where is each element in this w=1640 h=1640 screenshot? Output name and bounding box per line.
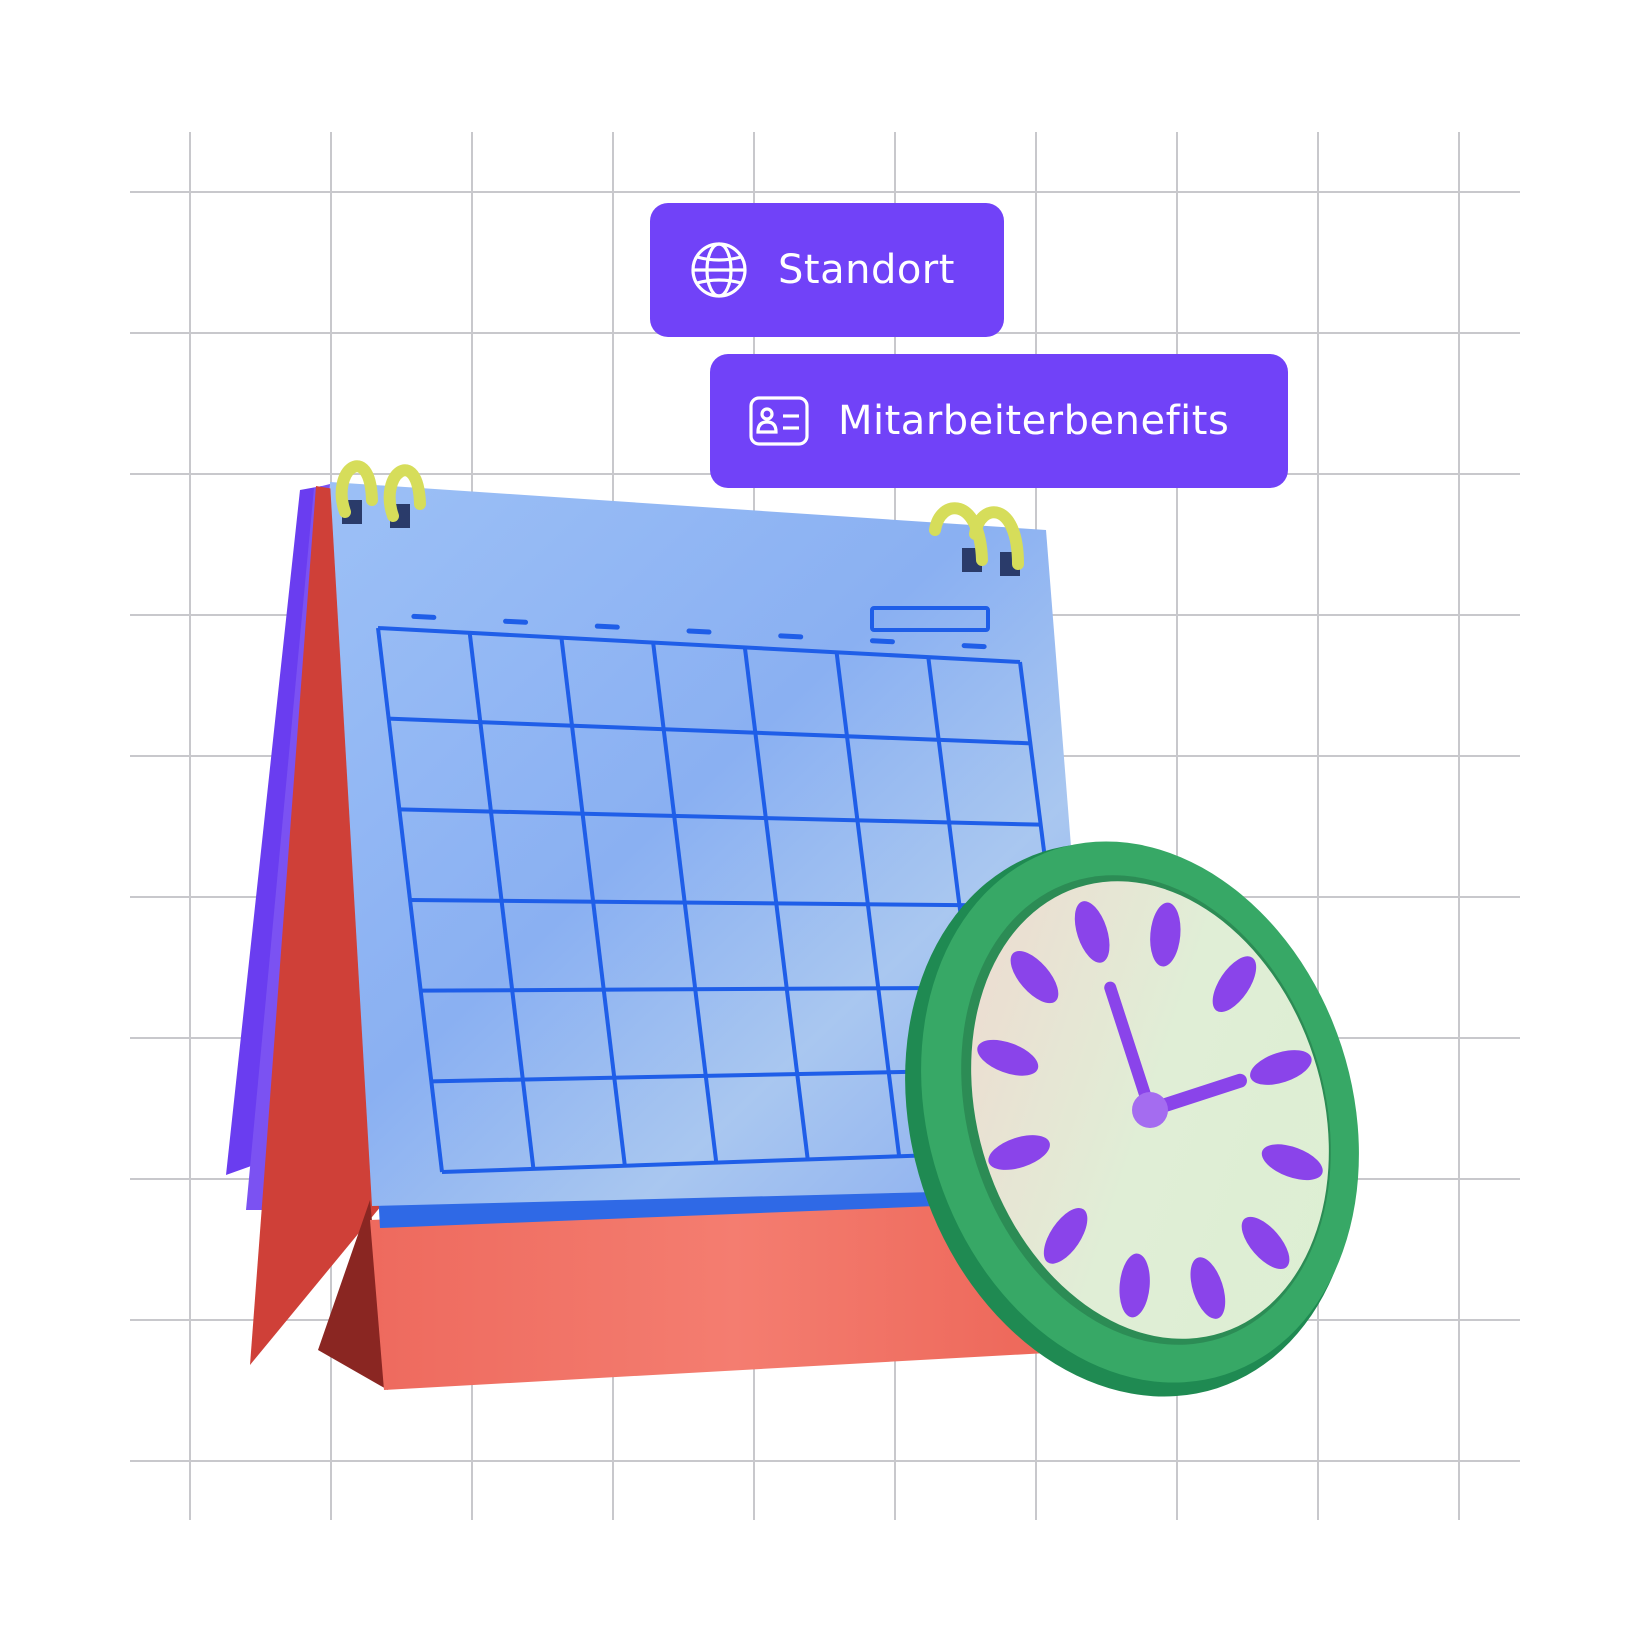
clock-hub (1132, 1092, 1168, 1128)
calendar-grid-row-line (377, 626, 1021, 664)
clock-hour-mark (1212, 956, 1257, 1013)
location-chip[interactable]: Standort (650, 203, 1004, 337)
calendar-page (330, 482, 1098, 1206)
clock-hour-mark (1150, 902, 1181, 967)
calendar-weekday-dash (503, 618, 529, 625)
clock-hour-mark (1261, 1144, 1323, 1181)
calendar-grid-row-line (409, 898, 1052, 908)
calendar-weekday-dash (594, 623, 620, 630)
clock-hour-mark (977, 1039, 1039, 1076)
clock-hour-mark (1241, 1216, 1290, 1270)
calendar-weekday-header (411, 613, 987, 650)
clock-hour-mark (1074, 901, 1110, 963)
clock-hour-mark (1190, 1257, 1226, 1319)
globe-icon (688, 239, 750, 301)
employee-benefits-chip[interactable]: Mitarbeiterbenefits (710, 354, 1288, 488)
clock-hands (1104, 981, 1247, 1128)
calendar-weekday-dash (411, 613, 437, 620)
calendar-month-label-box (870, 606, 990, 632)
clock-hour-mark (1010, 950, 1059, 1004)
calendar-weekday-dash (778, 633, 804, 640)
wall-clock (905, 841, 1359, 1397)
clock-hour-marks (977, 901, 1323, 1319)
clock-hour-mark (1250, 1050, 1312, 1085)
id-card-icon (748, 390, 810, 452)
calendar-weekday-dash (686, 628, 712, 635)
clock-hour-mark (988, 1135, 1050, 1170)
calendar-grid-row-line (388, 716, 1031, 746)
location-chip-label: Standort (778, 247, 955, 293)
calendar-weekday-dash (961, 643, 987, 650)
calendar-weekday-dash (869, 638, 895, 645)
calendar-grid-row-line (399, 807, 1041, 827)
employee-benefits-chip-label: Mitarbeiterbenefits (838, 398, 1230, 444)
clock-hour-mark (1043, 1207, 1088, 1264)
clock-minute-hand (1104, 981, 1156, 1116)
clock-hour-mark (1119, 1253, 1150, 1318)
calendar-rings (335, 460, 1024, 576)
